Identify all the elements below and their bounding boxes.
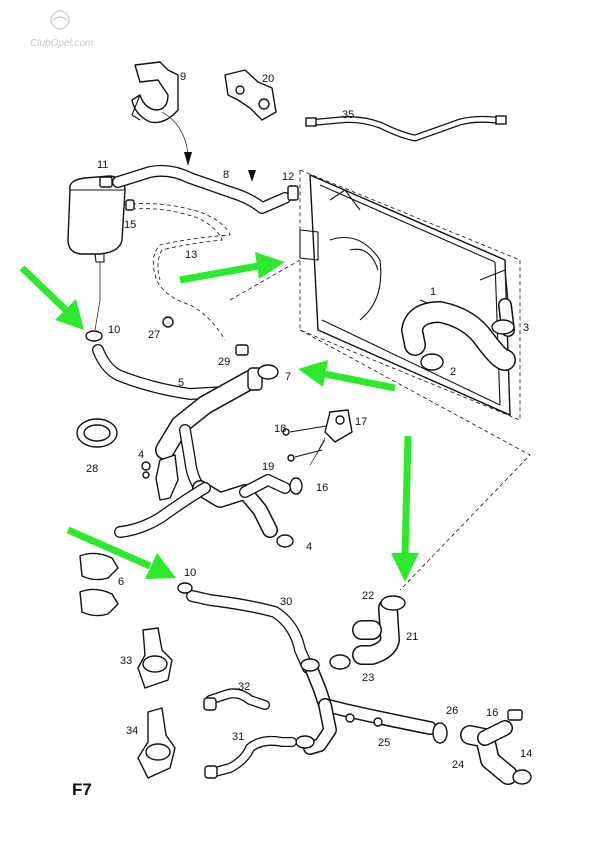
callout-26: 26 — [446, 705, 458, 717]
clamp-23 — [329, 654, 351, 670]
clamp-3 — [491, 319, 515, 335]
pipe-network — [114, 367, 291, 538]
leader-9 — [161, 111, 189, 156]
highlight-arrow-2 — [179, 252, 285, 284]
clamp-29 — [235, 344, 249, 356]
hose-8 — [112, 164, 291, 214]
callout-17: 17 — [355, 416, 367, 428]
clip-27 — [162, 316, 174, 328]
tank-lines — [94, 203, 231, 341]
callout-28: 28 — [86, 463, 98, 475]
housing-17 — [282, 409, 353, 462]
pipe-5 — [92, 344, 231, 400]
callout-18: 18 — [274, 423, 286, 435]
clamp-4-lower — [276, 534, 294, 548]
callout-33: 33 — [120, 655, 132, 667]
callout-19: 19 — [262, 461, 274, 473]
clamp-15 — [125, 199, 135, 211]
bracket-20 — [224, 69, 277, 121]
highlight-arrow-4 — [391, 435, 419, 582]
hose-30 — [186, 590, 314, 674]
callout-4b: 4 — [306, 541, 312, 553]
callout-30: 30 — [280, 596, 292, 608]
callout-10b: 10 — [184, 567, 196, 579]
callout-15: 15 — [124, 219, 136, 231]
callout-5: 5 — [178, 377, 184, 389]
hose-21 — [352, 598, 400, 665]
leader-lines — [309, 437, 326, 466]
bracket-9 — [131, 61, 179, 124]
callout-29: 29 — [218, 356, 230, 368]
expansion-tank — [67, 175, 126, 263]
callout-3: 3 — [523, 322, 529, 334]
callout-27: 27 — [148, 329, 160, 341]
callout-13: 13 — [185, 249, 197, 261]
callout-16a: 16 — [316, 482, 328, 494]
callout-12: 12 — [282, 171, 294, 183]
pipe-25 — [303, 663, 437, 755]
highlight-arrow-1 — [19, 265, 84, 330]
callout-10a: 10 — [108, 324, 120, 336]
clamp-11 — [99, 176, 113, 188]
bracket-33 — [137, 627, 173, 689]
clamp-28 — [76, 418, 118, 448]
callout-34: 34 — [126, 725, 138, 737]
callout-8: 8 — [223, 169, 229, 181]
hose-32 — [203, 688, 270, 711]
callout-14: 14 — [520, 748, 532, 760]
callout-21: 21 — [406, 631, 418, 643]
bracket-34 — [137, 707, 176, 779]
bracket-4 — [141, 454, 179, 501]
clamp-26 — [432, 722, 448, 744]
clamp-7 — [257, 364, 279, 380]
highlight-arrow-3 — [298, 360, 396, 392]
callout-25: 25 — [378, 737, 390, 749]
pointer-9 — [184, 152, 192, 166]
callout-6: 6 — [118, 576, 124, 588]
bracket-6 — [79, 552, 119, 617]
watermark-text: ClubOpel.com — [30, 38, 93, 49]
highlight-arrow-5 — [66, 526, 176, 579]
clamp-14 — [512, 769, 532, 785]
callout-2: 2 — [450, 366, 456, 378]
callout-11: 11 — [97, 159, 108, 171]
callout-1: 1 — [430, 286, 436, 298]
callout-7: 7 — [285, 371, 291, 383]
callout-22: 22 — [362, 590, 374, 602]
clamp-pipe-25-lower — [295, 735, 315, 749]
callout-9: 9 — [180, 71, 186, 83]
clamp-2 — [420, 353, 444, 371]
hose-35 — [305, 115, 507, 142]
clamp-22 — [380, 595, 406, 611]
pointer-8 — [248, 170, 256, 182]
clamp-pipe-25 — [300, 658, 320, 672]
hose-31 — [204, 735, 297, 779]
callout-35: 35 — [342, 109, 354, 121]
clamp-10-upper — [85, 330, 103, 342]
callout-20: 20 — [262, 73, 274, 85]
clamp-16-lower — [507, 709, 523, 721]
callouts: 9 20 35 11 8 12 15 13 1 3 10 27 29 2 7 5… — [86, 71, 532, 771]
figure-label: F7 — [72, 780, 92, 799]
callout-4a: 4 — [138, 449, 144, 461]
hose-24 — [460, 720, 518, 785]
callout-31: 31 — [232, 731, 244, 743]
watermark-logo: ClubOpel.com — [30, 10, 93, 49]
callout-32: 32 — [238, 681, 250, 693]
clamp-16-mid — [289, 477, 303, 495]
callout-24: 24 — [452, 759, 464, 771]
clamp-12 — [287, 185, 299, 201]
callout-23: 23 — [362, 672, 374, 684]
callout-16b: 16 — [486, 707, 498, 719]
clamp-10-lower — [177, 582, 193, 594]
